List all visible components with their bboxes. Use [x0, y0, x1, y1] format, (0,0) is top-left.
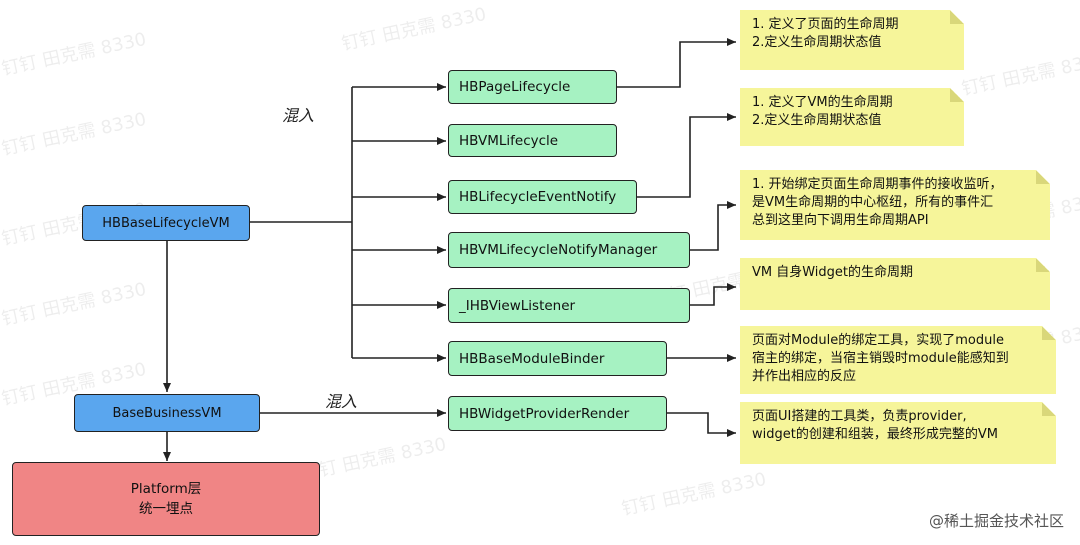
- note-line: VM 自身Widget的生命周期: [752, 265, 914, 280]
- note-line: 页面UI搭建的工具类，负责provider,: [752, 409, 967, 424]
- mixin-hb-vm-lifecycle-notify-manager[interactable]: HBVMLifecycleNotifyManager: [448, 232, 690, 268]
- note-view-listener: VM 自身Widget的生命周期: [740, 258, 1050, 310]
- note-line: 宿主的绑定，当宿主销毁时module能感知到: [752, 351, 1009, 366]
- connector-to-note: [690, 283, 736, 306]
- note-page-lifecycle: 1. 定义了页面的生命周期 2.定义生命周期状态值: [740, 10, 964, 70]
- note-vm-lifecycle: 1. 定义了VM的生命周期 2.定义生命周期状态值: [740, 88, 964, 146]
- mixin-label-top: 混入: [282, 106, 315, 125]
- note-line: 2.定义生命周期状态值: [752, 113, 882, 128]
- note-line: 页面对Module的绑定工具，实现了module: [752, 333, 1004, 348]
- note-module-binder: 页面对Module的绑定工具，实现了module 宿主的绑定，当宿主销毁时mod…: [740, 326, 1056, 394]
- mixin-ihb-view-listener[interactable]: _IHBViewListener: [448, 288, 690, 323]
- node-label: BaseBusinessVM: [112, 405, 222, 421]
- note-line: 2.定义生命周期状态值: [752, 35, 882, 50]
- node-label-line1: Platform层: [130, 481, 202, 497]
- note-widget-provider-render: 页面UI搭建的工具类，负责provider, widget的创建和组装，最终形成…: [740, 402, 1056, 464]
- node-base-business-vm[interactable]: BaseBusinessVM: [74, 394, 260, 432]
- note-lifecycle-event-notify: 1. 开始绑定页面生命周期事件的接收监听， 是VM生命周期的中心枢纽，所有的事件…: [740, 170, 1050, 240]
- mixin-label: HBVMLifecycleNotifyManager: [459, 242, 658, 258]
- node-label-line2: 统一埋点: [139, 501, 193, 517]
- mixin-label-bottom: 混入: [325, 392, 358, 411]
- mixin-label: HBPageLifecycle: [459, 79, 571, 95]
- mixin-label: HBWidgetProviderRender: [459, 405, 630, 422]
- note-line: widget的创建和组装，最终形成完整的VM: [752, 427, 998, 442]
- mixin-hb-widget-provider-render[interactable]: HBWidgetProviderRender: [448, 396, 667, 431]
- mixin-hb-base-module-binder[interactable]: HBBaseModuleBinder: [448, 341, 667, 376]
- node-platform-layer[interactable]: Platform层 统一埋点: [12, 462, 320, 536]
- mixin-label: HBBaseModuleBinder: [459, 350, 605, 367]
- node-hbbase-lifecycle-vm[interactable]: HBBaseLifecycleVM: [82, 205, 250, 241]
- note-line: 总到这里向下调用生命周期API: [752, 213, 929, 228]
- note-line: 1. 定义了VM的生命周期: [752, 95, 893, 110]
- mixin-label: _IHBViewListener: [459, 297, 576, 314]
- mixin-hb-vm-lifecycle[interactable]: HBVMLifecycle: [448, 124, 617, 157]
- node-label: HBBaseLifecycleVM: [102, 215, 230, 231]
- note-line: 1. 开始绑定页面生命周期事件的接收监听，: [752, 177, 1003, 192]
- source-credit: @稀土掘金技术社区: [928, 512, 1064, 530]
- note-line: 1. 定义了页面的生命周期: [752, 17, 899, 32]
- mixin-hb-lifecycle-event-notify[interactable]: HBLifecycleEventNotify: [448, 180, 637, 214]
- connector-to-note: [690, 201, 736, 251]
- mixin-label: HBVMLifecycle: [459, 132, 559, 149]
- connector-to-note: [637, 113, 736, 198]
- mixin-hb-page-lifecycle[interactable]: HBPageLifecycle: [448, 70, 617, 104]
- connector-to-note: [667, 412, 736, 437]
- connector-to-note: [617, 38, 736, 88]
- note-line: 是VM生命周期的中心枢纽，所有的事件汇: [752, 195, 994, 210]
- mixin-label: HBLifecycleEventNotify: [459, 189, 617, 205]
- note-line: 并作出相应的反应: [752, 369, 857, 384]
